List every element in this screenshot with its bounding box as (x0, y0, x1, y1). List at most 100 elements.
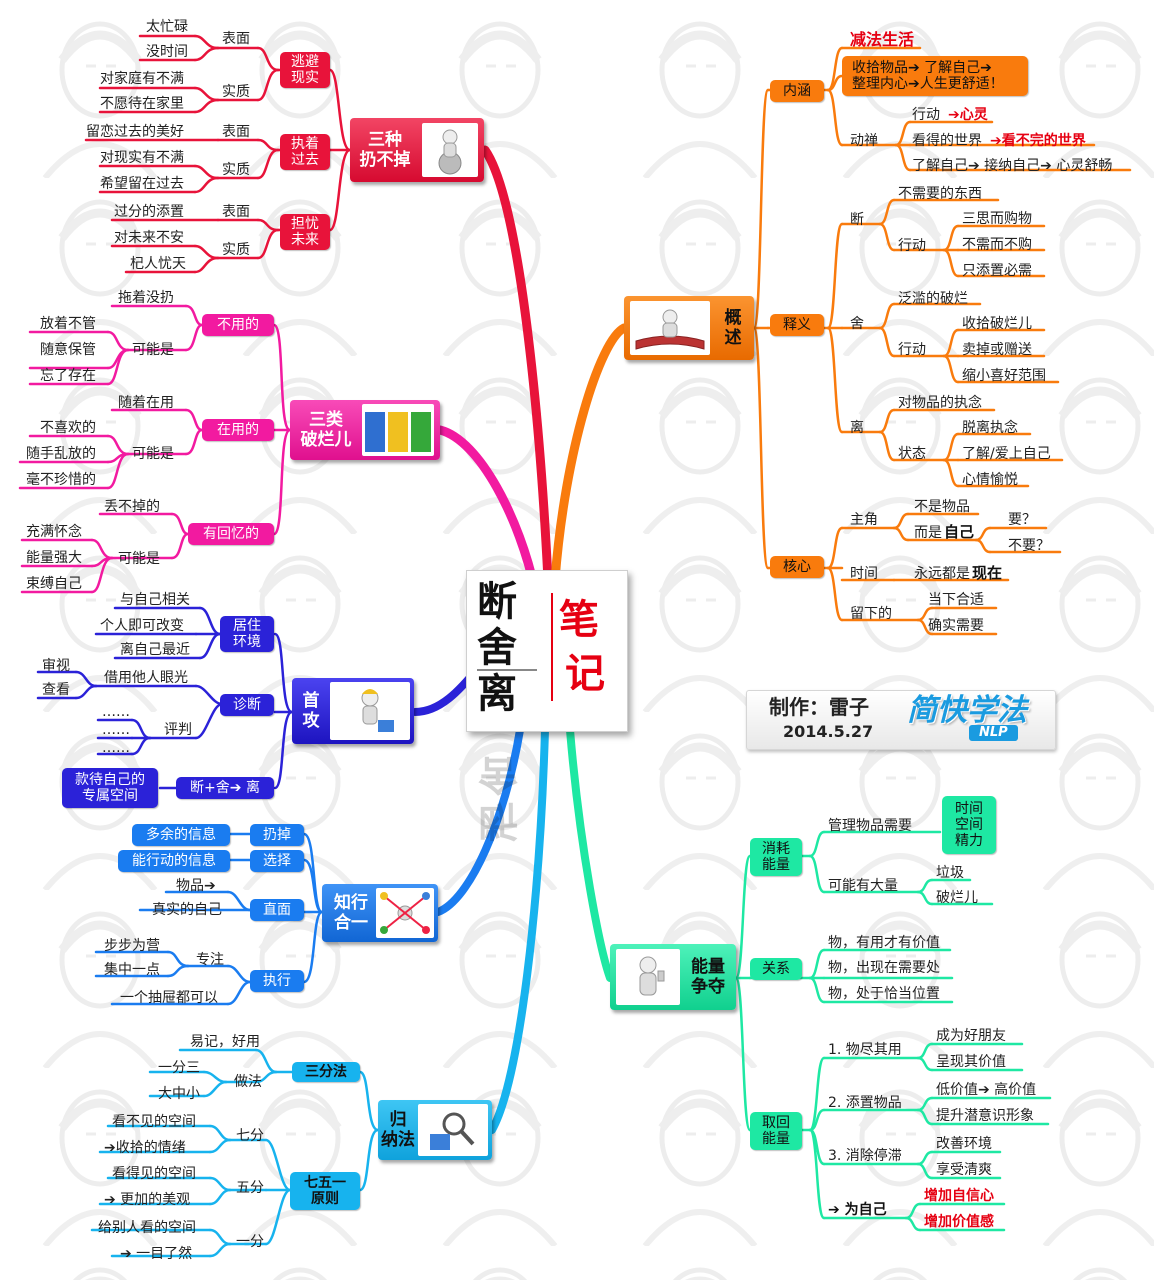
tag-qu-hui[interactable]: 取回 能量 (750, 1112, 802, 1150)
tag-shi-yi[interactable]: 释义 (770, 314, 824, 336)
tag-san-fen-fa[interactable]: 三分法 (292, 1062, 360, 1082)
tag-guan-xi[interactable]: 关系 (750, 958, 802, 980)
node: 卖掉或赠送 (962, 342, 1032, 358)
node: ➔收拾的情绪 (104, 1140, 186, 1156)
tag-zhi-xing[interactable]: 执行 (250, 970, 304, 992)
node: 1. 物尽其用 (828, 1042, 902, 1058)
branch-zhi-xing[interactable]: 知行 合一 (322, 884, 438, 942)
node: 呈现其价值 (936, 1054, 1006, 1070)
node: 放着不管 (40, 316, 96, 332)
node: 一分三 (158, 1060, 200, 1076)
node: 真实的自己 (152, 902, 222, 918)
node: 没时间 (146, 44, 188, 60)
node: 行动 (898, 238, 926, 254)
node: ➔心灵 (948, 107, 988, 123)
tag-dan-you[interactable]: 担忧 未来 (280, 214, 330, 250)
node: 审视 (42, 658, 70, 674)
node: 一个抽屉都可以 (120, 990, 218, 1006)
tag-reng-diao[interactable]: 扔掉 (250, 824, 304, 846)
tag-zhi-mian[interactable]: 直面 (250, 899, 304, 921)
node: 实质 (222, 162, 250, 178)
tag-ju-zhu[interactable]: 居住 环境 (220, 616, 274, 652)
node: 集中一点 (104, 962, 160, 978)
node: 主角 (850, 512, 878, 528)
node: 与自己相关 (120, 592, 190, 608)
tag-you-hui-yi[interactable]: 有回忆的 (188, 523, 274, 545)
node: 时间 (850, 566, 878, 582)
node: 自己 (944, 523, 975, 541)
node: 大中小 (158, 1086, 200, 1102)
branch-san-lei[interactable]: 三类 破烂儿 (290, 400, 440, 460)
tag-zhen-duan[interactable]: 诊断 (220, 694, 274, 716)
node: 垃圾 (936, 865, 964, 881)
node: 看得见的空间 (112, 1166, 196, 1182)
node: 过分的添置 (114, 204, 184, 220)
node: 希望留在过去 (100, 176, 184, 192)
center-title: 断舍离 (477, 578, 517, 717)
branch-gui-na-title: 归 纳法 (381, 1110, 415, 1150)
node: 专注 (196, 952, 224, 968)
tag-shou-shi-wu-pin[interactable]: 收拾物品➔ 了解自己➔ 整理内心➔人生更舒适！ (842, 56, 1028, 96)
node: …… (102, 704, 130, 720)
node: 破烂儿 (936, 890, 978, 906)
node: 可能是 (132, 446, 174, 462)
node: 行动 (912, 107, 940, 123)
node: 留恋过去的美好 (86, 124, 184, 140)
tag-xiao-hao[interactable]: 消耗 能量 (750, 838, 802, 876)
tag-nei-han[interactable]: 内涵 (770, 80, 824, 102)
node-jian-fa-sheng-huo: 减法生活 (850, 30, 915, 49)
branch-san-lei-title: 三类 破烂儿 (300, 410, 352, 450)
center-title-card: 断舍离 笔 记 (466, 570, 628, 732)
tag-kuan-dai[interactable]: 款待自己的 专属空间 (62, 768, 158, 808)
center-note-2: 记 (565, 650, 605, 697)
node: 对未来不安 (114, 230, 184, 246)
node: 忘了存在 (40, 368, 96, 384)
node: 增加自信心 (924, 1188, 994, 1204)
tag-qi-wu-yi[interactable]: 七五一 原则 (290, 1172, 360, 1210)
center-divider (477, 669, 537, 671)
node: 现在 (972, 564, 1003, 582)
node: 确实需要 (928, 618, 984, 634)
node: 成为好朋友 (936, 1028, 1006, 1044)
tag-xuan-ze[interactable]: 选择 (250, 850, 304, 872)
node: 看得的世界 (912, 133, 982, 149)
thinker-illustration (422, 123, 478, 177)
branch-shou-gong[interactable]: 首 攻 (292, 678, 414, 744)
tag-bu-yong[interactable]: 不用的 (202, 314, 274, 336)
tag-duan-she-li[interactable]: 断+舍➔ 离 (176, 777, 274, 799)
node: 改善环境 (936, 1136, 992, 1152)
node: 个人即可改变 (100, 618, 184, 634)
node: 步步为营 (104, 938, 160, 954)
branch-gai-shu[interactable]: 概 述 (624, 296, 754, 360)
center-note-frame (551, 593, 609, 701)
branch-neng-liang[interactable]: 能量 争夺 (610, 944, 736, 1010)
branch-gui-na[interactable]: 归 纳法 (378, 1100, 492, 1160)
node: 看不见的空间 (112, 1114, 196, 1130)
node: 缩小喜好范围 (962, 368, 1046, 384)
node: 了解/爱上自己 (962, 446, 1051, 462)
tag-zai-yong[interactable]: 在用的 (202, 419, 274, 441)
branch-shou-gong-title: 首 攻 (302, 691, 320, 731)
branch-san-zhong-title: 三种 扔不掉 (359, 130, 411, 170)
node: 束缚自己 (26, 576, 82, 592)
tag-he-xin[interactable]: 核心 (770, 556, 824, 578)
node: 评判 (164, 722, 192, 738)
node: 不需而不购 (962, 237, 1032, 253)
brand-logo: 简快学法 (907, 693, 1027, 728)
center-note-1: 笔 (559, 596, 599, 643)
node: 易记，好用 (190, 1034, 260, 1050)
node: 随意保管 (40, 342, 96, 358)
branch-san-zhong[interactable]: 三种 扔不掉 (350, 118, 484, 182)
tag-zhi-zhuo[interactable]: 执着 过去 (280, 134, 330, 170)
tag-neng-xing-dong[interactable]: 能行动的信息 (118, 850, 230, 872)
node: 七分 (236, 1128, 264, 1144)
tag-duo-yu[interactable]: 多余的信息 (132, 824, 230, 846)
node: 物，处于恰当位置 (828, 986, 940, 1002)
center-reflection: 断舍 (478, 751, 518, 843)
magnifier-illustration (418, 1104, 488, 1156)
tag-shi-jian-kong-jian[interactable]: 时间 空间 精力 (942, 796, 996, 854)
brand-sub: NLP (969, 725, 1018, 741)
node: 给别人看的空间 (98, 1220, 196, 1236)
node: 随手乱放的 (26, 446, 96, 462)
tag-tao-bi[interactable]: 逃避 现实 (280, 52, 330, 88)
